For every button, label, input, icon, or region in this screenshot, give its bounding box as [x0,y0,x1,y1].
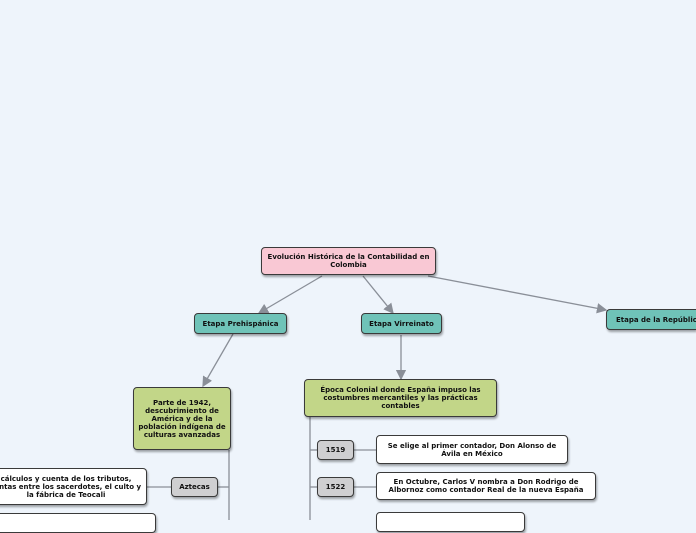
root-node-label: Evolución Histórica de la Contabilidad e… [267,253,430,269]
event-1522-label: En Octubre, Carlos V nombra a Don Rodrig… [388,478,584,494]
connectors [147,275,608,520]
aztecas-label: Aztecas [179,483,210,491]
topic-virreinato-label: Época Colonial donde España impuso las c… [320,386,481,410]
mind-map-canvas: Evolución Histórica de la Contabilidad e… [0,247,696,533]
aztecas-detail-node[interactable]: cálculos y cuenta de los tributos, renta… [0,468,147,505]
year-1519-label: 1519 [325,446,346,454]
root-node[interactable]: Evolución Histórica de la Contabilidad e… [261,247,436,275]
event-1519-label: Se elige al primer contador, Don Alonso … [387,441,557,458]
branch-virreinato[interactable]: Etapa Virreinato [361,313,442,334]
partial-node-right-bottom[interactable] [376,512,525,532]
branch-republica[interactable]: Etapa de la República [606,309,696,330]
year-1522-label: 1522 [325,483,346,491]
topic-prehispanica[interactable]: Parte de 1942, descubrimiento de América… [133,387,231,450]
year-node-1519[interactable]: 1519 [317,440,354,460]
topic-prehispanica-label: Parte de 1942, descubrimiento de América… [138,398,226,439]
connector-root-prehispanica [257,275,323,314]
topic-virreinato[interactable]: Época Colonial donde España impuso las c… [304,379,497,417]
branch-prehispanica[interactable]: Etapa Prehispánica [194,313,287,334]
event-1519-node[interactable]: Se elige al primer contador, Don Alonso … [376,435,568,464]
branch-prehispanica-label: Etapa Prehispánica [202,319,279,328]
event-1522-node[interactable]: En Octubre, Carlos V nombra a Don Rodrig… [376,472,596,500]
connector-root-republica [427,275,608,314]
connector-prehispanica-child [202,333,234,388]
year-node-1522[interactable]: 1522 [317,477,354,497]
branch-virreinato-label: Etapa Virreinato [369,319,434,328]
partial-node-left-bottom[interactable] [0,513,156,533]
branch-republica-label: Etapa de la República [616,315,696,324]
connector-root-virreinato [362,275,394,315]
aztecas-detail-label: cálculos y cuenta de los tributos, renta… [0,474,142,499]
aztecas-node[interactable]: Aztecas [171,477,218,497]
